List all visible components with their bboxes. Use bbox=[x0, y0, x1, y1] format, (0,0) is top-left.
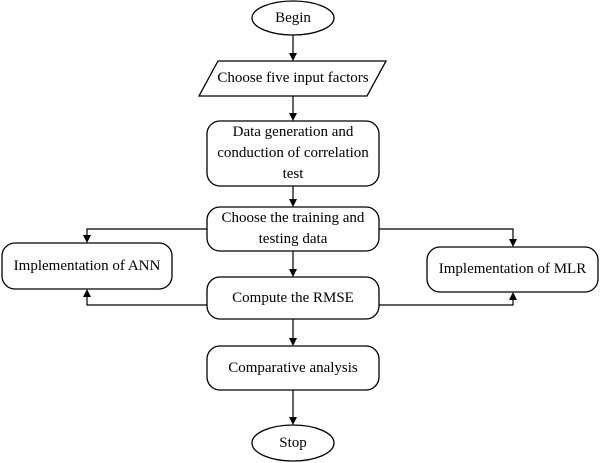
ann-box bbox=[1, 242, 173, 290]
comparative-box bbox=[206, 345, 380, 391]
choose-factors-parallelogram bbox=[197, 60, 388, 97]
arrow-rmse-to-mlr bbox=[379, 292, 517, 306]
data-generation-box bbox=[206, 120, 380, 187]
begin-terminal bbox=[251, 0, 335, 36]
choose-training-box bbox=[206, 206, 380, 252]
arrow-begin-to-factors bbox=[289, 35, 297, 61]
arrow-training-to-rmse bbox=[289, 251, 297, 277]
stop-terminal bbox=[251, 424, 335, 462]
arrow-rmse-to-ann bbox=[83, 289, 207, 306]
arrow-data-generation-to-training bbox=[289, 186, 297, 207]
arrow-factors-to-data-generation bbox=[289, 96, 297, 121]
arrow-training-to-mlr bbox=[379, 228, 517, 247]
rmse-box bbox=[206, 276, 380, 320]
arrow-training-to-ann bbox=[83, 228, 207, 243]
arrow-comparative-to-stop bbox=[289, 390, 297, 425]
mlr-box bbox=[426, 246, 599, 293]
arrow-rmse-to-comparative bbox=[289, 319, 297, 346]
